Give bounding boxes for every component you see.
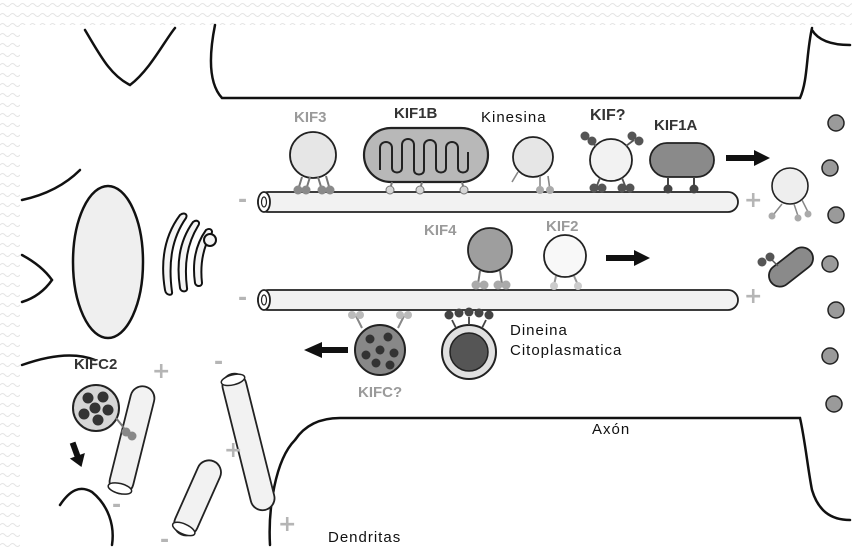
minus-sign-dendrite-1: -	[112, 495, 121, 517]
plus-sign-lower: +	[744, 286, 762, 308]
label-dendritas: Dendritas	[328, 530, 401, 545]
label-kif4: KIF4	[424, 223, 457, 238]
cell-region	[20, 25, 852, 551]
plus-sign-dendrite-1: +	[152, 361, 170, 383]
label-citoplasmatica: Citoplasmatica	[510, 343, 622, 358]
microtubule-upper	[258, 192, 738, 212]
minus-sign-dendrite-3: -	[160, 530, 169, 552]
label-kif1b: KIF1B	[394, 106, 437, 121]
label-axon: Axón	[592, 422, 630, 437]
minus-sign-dendrite-2: -	[214, 352, 223, 374]
label-kif-unknown: KIF?	[590, 108, 626, 124]
label-kinesina: Kinesina	[481, 110, 547, 125]
plus-sign-dendrite-2: +	[278, 514, 296, 536]
nucleus	[73, 186, 143, 338]
microtubule-lower	[258, 290, 738, 310]
label-kifc2: KIFC2	[74, 357, 117, 372]
cytoplasmic-dynein	[442, 308, 496, 380]
label-dineina: Dineina	[510, 323, 568, 338]
plus-sign-dendrite-3: +	[224, 440, 242, 462]
label-kif2: KIF2	[546, 219, 579, 234]
minus-sign-lower: -	[238, 288, 247, 310]
minus-sign-upper: -	[238, 190, 247, 212]
plus-sign-upper: +	[744, 190, 762, 212]
label-kif1a: KIF1A	[654, 118, 697, 133]
label-kif3: KIF3	[294, 110, 327, 125]
label-kifc-unknown: KIFC?	[358, 385, 402, 400]
